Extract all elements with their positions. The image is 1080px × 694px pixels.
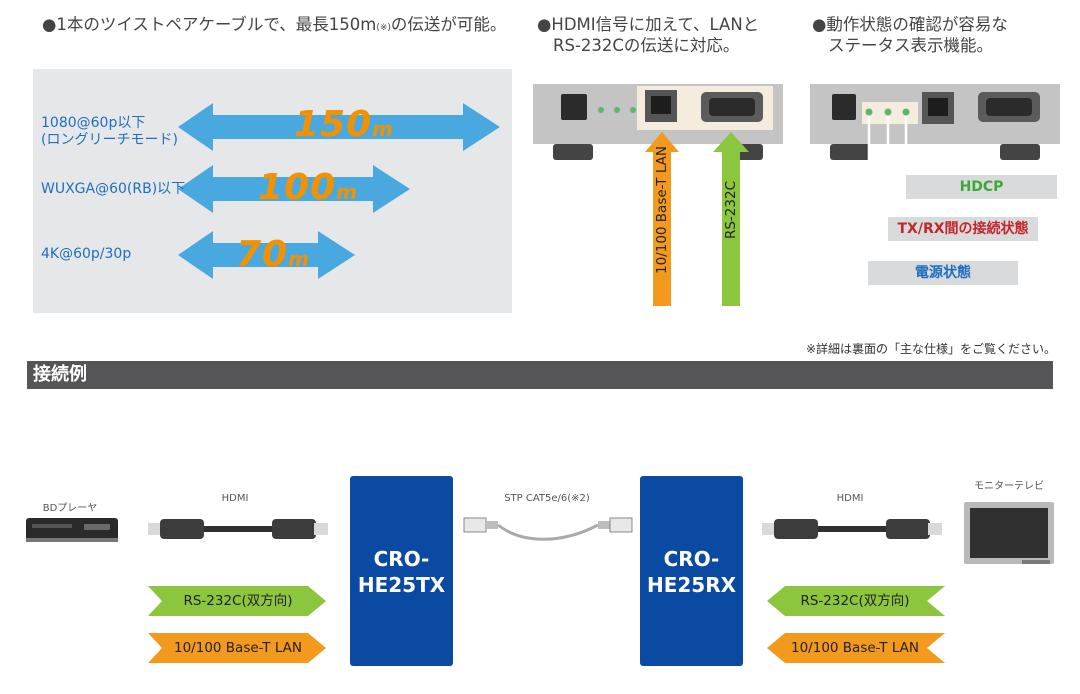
status-label-power: 電源状態 bbox=[868, 261, 1018, 285]
distance-unit: m bbox=[336, 180, 358, 204]
arrow-150m bbox=[178, 103, 500, 151]
led-icon bbox=[614, 107, 620, 113]
lan-port-inner bbox=[651, 96, 671, 114]
distance-number: 100 bbox=[258, 167, 337, 208]
distance-label-4k: 4K@60p/30p bbox=[41, 246, 131, 263]
source-label: BDプレーヤ bbox=[42, 503, 98, 514]
arrow-70m bbox=[178, 231, 355, 279]
feature-text: HDMI信号に加えて、LANと bbox=[551, 15, 760, 34]
feature-text: の伝送が可能。 bbox=[390, 15, 507, 34]
arrow-rs232c bbox=[713, 132, 749, 306]
feature-heading-signals: ●HDMI信号に加えて、LANと RS-232Cの伝送に対応。 bbox=[537, 14, 759, 56]
arrow-100m bbox=[178, 165, 410, 213]
signal-label-rs232c-left: RS-232C(双方向) bbox=[158, 586, 318, 616]
led-icon bbox=[630, 107, 636, 113]
arrow-lan-left bbox=[148, 633, 326, 663]
rx-model-line1: CRO- bbox=[663, 547, 720, 571]
hdmi-cable-left-icon bbox=[148, 519, 328, 539]
feature-text: 1本のツイストペアケーブルで、最長150m bbox=[56, 15, 377, 34]
device-ports-illustration bbox=[533, 84, 783, 306]
device-foot bbox=[553, 144, 593, 160]
lan-port-inner bbox=[928, 98, 948, 116]
tx-model-line1: CRO- bbox=[373, 547, 430, 571]
arrow-rs232c-right bbox=[767, 586, 945, 616]
tx-unit: CRO- HE25TX bbox=[350, 476, 453, 666]
display-label: モニターテレビ bbox=[974, 481, 1044, 492]
distance-value-70: 70m bbox=[236, 234, 310, 275]
hdmi-label-left: HDMI bbox=[221, 493, 249, 504]
feature-heading-status: ●動作状態の確認が容易な ステータス表示機能。 bbox=[812, 14, 1008, 56]
feature-text: 動作状態の確認が容易な bbox=[826, 15, 1008, 34]
distance-unit: m bbox=[288, 247, 310, 271]
rs232c-port-inner bbox=[709, 98, 755, 116]
distance-label-1080: 1080@60p以下 (ロングリーチモード) bbox=[41, 115, 178, 149]
distance-arrows bbox=[178, 103, 500, 279]
power-jack-icon bbox=[561, 94, 587, 120]
label-line: WUXGA@60(RB)以下 bbox=[41, 181, 186, 197]
hdmi-label-right: HDMI bbox=[836, 493, 864, 504]
distance-unit: m bbox=[372, 117, 394, 141]
led-link-icon bbox=[884, 108, 892, 116]
signal-text: RS-232C(双方向) bbox=[800, 593, 910, 609]
signal-label-lan-left: 10/100 Base-T LAN bbox=[158, 633, 318, 663]
distance-number: 150 bbox=[294, 104, 373, 145]
section-title: 接続例 bbox=[33, 364, 87, 385]
signal-label-lan-right: 10/100 Base-T LAN bbox=[775, 633, 935, 663]
signal-label-rs232c-right: RS-232C(双方向) bbox=[775, 586, 935, 616]
led-icon bbox=[598, 107, 604, 113]
label-line: (ロングリーチモード) bbox=[41, 132, 178, 148]
distance-value-150: 150m bbox=[294, 104, 394, 145]
lan-cable-icon bbox=[463, 517, 633, 541]
signal-text: 10/100 Base-T LAN bbox=[791, 640, 919, 656]
distance-number: 70 bbox=[236, 234, 289, 275]
label-line: 4K@60p/30p bbox=[41, 246, 132, 262]
footnote: ※詳細は裏面の「主な仕様」をご覧ください。 bbox=[805, 342, 1056, 356]
status-label-hdcp: HDCP bbox=[906, 175, 1057, 199]
rs232c-port-inner bbox=[986, 98, 1032, 116]
distance-label-wuxga: WUXGA@60(RB)以下 bbox=[41, 181, 185, 198]
arrow-lan bbox=[645, 132, 679, 306]
feature-text: RS-232Cの伝送に対応。 bbox=[553, 36, 740, 55]
rx-unit: CRO- HE25RX bbox=[640, 476, 743, 666]
arrow-rs232c-left bbox=[148, 586, 326, 616]
tx-model-line2: HE25TX bbox=[357, 573, 446, 597]
signal-text: RS-232C(双方向) bbox=[183, 593, 293, 609]
device-foot bbox=[1000, 144, 1040, 160]
rx-model-line2: HE25RX bbox=[646, 573, 737, 597]
section-bar: 接続例 bbox=[27, 361, 1053, 389]
cable-label: STP CAT5e/6(※2) bbox=[504, 493, 590, 504]
hdmi-cable-right-icon bbox=[762, 519, 942, 539]
distance-value-100: 100m bbox=[258, 167, 358, 208]
label-line: 1080@60p以下 bbox=[41, 115, 146, 131]
bullet: ● bbox=[812, 15, 827, 34]
status-label-txrx: TX/RX間の接続状態 bbox=[888, 217, 1038, 241]
bullet: ● bbox=[42, 15, 57, 34]
device-foot bbox=[830, 144, 870, 160]
feature-text: ステータス表示機能。 bbox=[828, 36, 993, 55]
led-hdcp-icon bbox=[902, 108, 910, 116]
bd-player-icon bbox=[26, 518, 118, 542]
arrow-lan-right bbox=[767, 633, 945, 663]
led-power-icon bbox=[865, 108, 873, 116]
feature-heading-distance: ●1本のツイストペアケーブルで、最長150m(※)の伝送が可能。 bbox=[42, 14, 506, 39]
feature-note-mark: (※) bbox=[376, 23, 391, 33]
signal-text: 10/100 Base-T LAN bbox=[174, 640, 302, 656]
power-jack-icon bbox=[832, 94, 856, 120]
monitor-tv-icon bbox=[964, 502, 1054, 564]
bullet: ● bbox=[537, 15, 552, 34]
